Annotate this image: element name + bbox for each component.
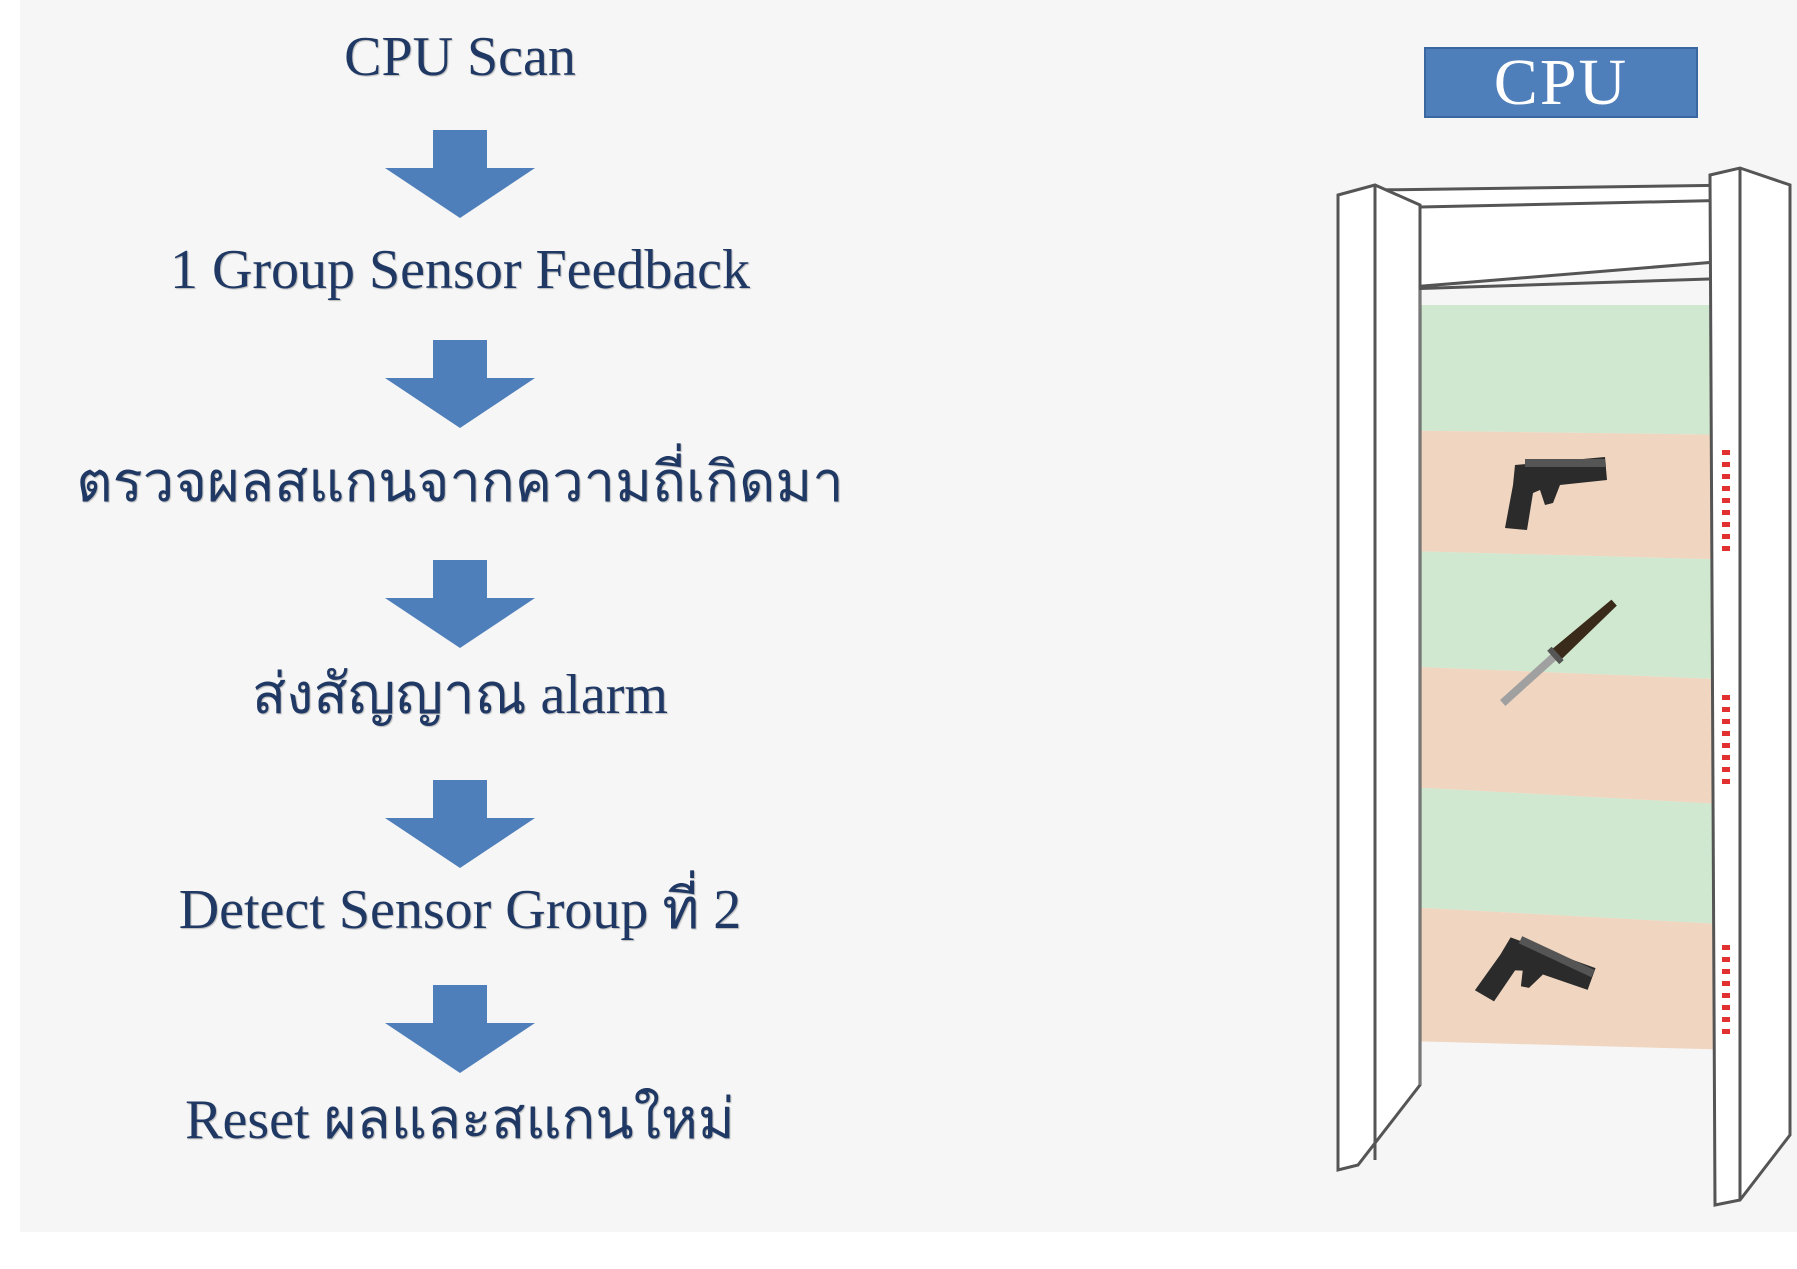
- left-pillar: [1336, 183, 1422, 1172]
- step-reset-and-rescan: Reset ผลและสแกนใหม่: [185, 1089, 735, 1151]
- step-cpu-scan: CPU Scan: [344, 26, 576, 88]
- down-arrow-icon: [385, 780, 535, 868]
- down-arrow-icon: [385, 130, 535, 218]
- step-check-scan-result: ตรวจผลสแกนจากความถี่เกิดมา: [76, 452, 844, 514]
- metal-detector-gate: [1336, 166, 1792, 1207]
- step-detect-sensor-group-2: Detect Sensor Group ที่ 2: [178, 879, 742, 941]
- down-arrow-icon: [385, 560, 535, 648]
- down-arrow-icon: [385, 985, 535, 1073]
- alarm-indicators-bottom: [1722, 945, 1730, 1034]
- zone-detected: [1370, 665, 1740, 805]
- right-pillar: [1708, 166, 1792, 1207]
- cpu-label-box: CPU: [1424, 47, 1698, 118]
- top-beam: [1373, 183, 1742, 292]
- down-arrow-icon: [385, 340, 535, 428]
- pistol-icon: [1505, 457, 1607, 530]
- zone-clear: [1370, 785, 1740, 925]
- alarm-indicators-middle: [1722, 695, 1730, 784]
- zone-clear: [1370, 305, 1740, 435]
- pistol-icon: [1474, 936, 1596, 1002]
- knife-icon: [1500, 599, 1617, 706]
- detection-zones: [1370, 305, 1740, 1050]
- alarm-indicators-top: [1722, 450, 1730, 551]
- step-send-alarm: ส่งสัญญาณ alarm: [251, 664, 668, 726]
- zone-clear: [1370, 550, 1740, 680]
- step-group-sensor-feedback: 1 Group Sensor Feedback: [169, 239, 751, 301]
